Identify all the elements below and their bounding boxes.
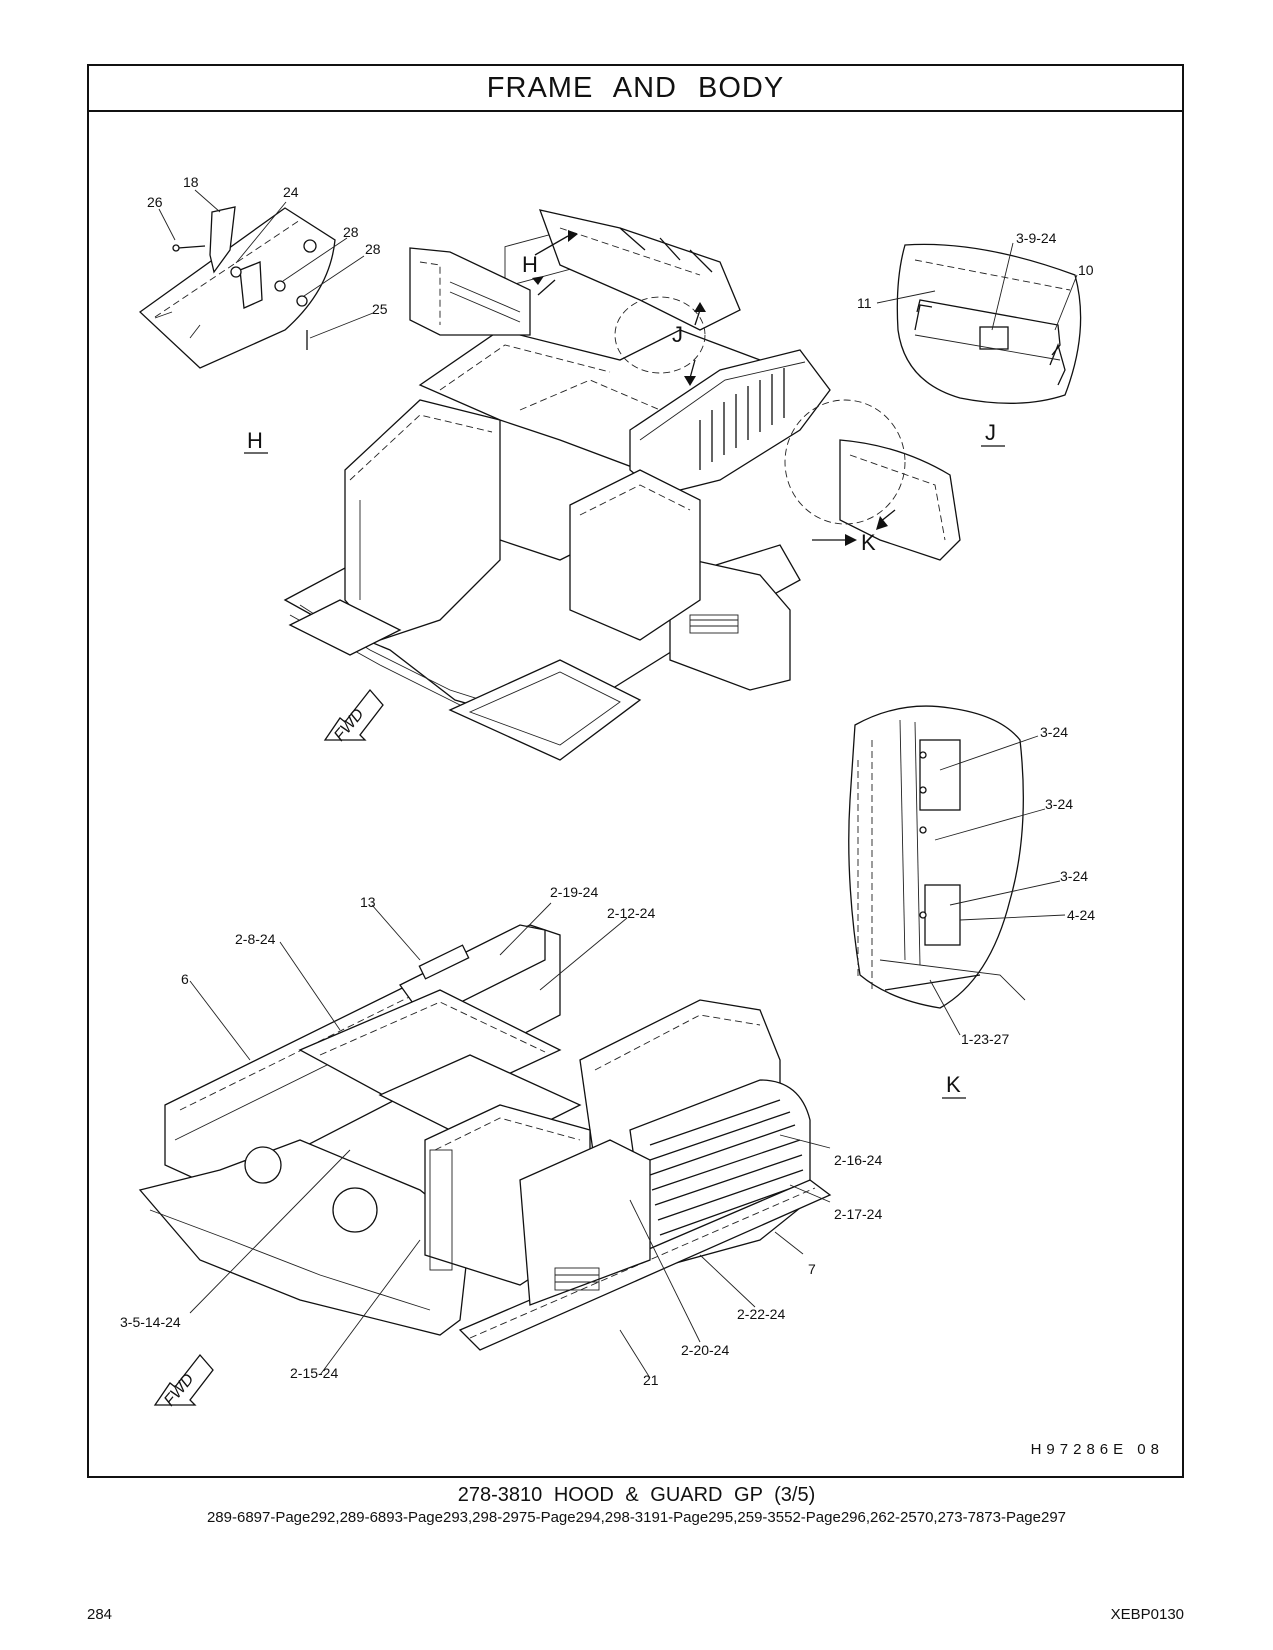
callout-24: 24 [283, 184, 299, 200]
callout-10: 10 [1078, 262, 1094, 278]
callout-7: 7 [808, 1261, 816, 1277]
callout-3-9-24: 3-9-24 [1016, 230, 1057, 246]
vent-slots [554, 1267, 600, 1291]
callout-4-24: 4-24 [1067, 907, 1095, 923]
callout-2-16-24: 2-16-24 [834, 1152, 882, 1168]
group-title: 278-3810 HOOD & GUARD GP (3/5) [457, 1484, 816, 1506]
view-label-k: K [946, 1072, 961, 1097]
callout-3-24-b: 3-24 [1045, 796, 1073, 812]
callout-2-19-24: 2-19-24 [550, 884, 598, 900]
callout-18: 18 [183, 174, 199, 190]
callout-2-17-24: 2-17-24 [834, 1206, 882, 1222]
document-id: XEBP0130 [1110, 1606, 1184, 1623]
callout-26: 26 [147, 194, 163, 210]
callout-2-22-24: 2-22-24 [737, 1306, 785, 1322]
arrow-label-h: H [522, 252, 538, 277]
arrow-label-j: J [672, 322, 683, 347]
callout-13: 13 [360, 894, 376, 910]
callout-3-24-a: 3-24 [1040, 724, 1068, 740]
drawing-code: H97286E 08 [1030, 1441, 1164, 1458]
callout-2-20-24: 2-20-24 [681, 1342, 729, 1358]
detail-k-bracket: 3-24 3-24 3-24 4-24 1-23-27 K [848, 705, 1095, 1099]
page-title: FRAME AND BODY [89, 66, 1182, 112]
drawing-frame: FRAME AND BODY H97286E 08 [87, 64, 1184, 1478]
callout-25: 25 [372, 301, 388, 317]
detail-h-latch: 18 26 24 28 28 25 H [138, 174, 388, 454]
callout-3-24-c: 3-24 [1060, 868, 1088, 884]
callout-3-5-14-24: 3-5-14-24 [120, 1314, 181, 1330]
view-label-j: J [985, 420, 996, 445]
lower-guard-assembly: 2-19-24 13 2-12-24 2-8-24 6 2-16-24 2-17… [120, 884, 882, 1410]
callout-6: 6 [181, 971, 189, 987]
page-references: 289-6897-Page292,289-6893-Page293,298-29… [206, 1509, 1067, 1526]
callout-21: 21 [643, 1372, 659, 1388]
callout-11: 11 [857, 295, 872, 311]
callout-2-8-24: 2-8-24 [235, 931, 276, 947]
arrow-label-k: K [861, 530, 876, 555]
callout-28-a: 28 [343, 224, 359, 240]
callout-1-23-27: 1-23-27 [961, 1031, 1009, 1047]
view-label-h: H [247, 428, 263, 453]
upper-frame-assembly: H J K FWD [283, 209, 961, 761]
fwd-arrow-upper: FWD [323, 688, 384, 745]
page-number: 284 [87, 1606, 113, 1623]
callout-2-12-24: 2-12-24 [607, 905, 655, 921]
callout-28-b: 28 [365, 241, 381, 257]
callout-2-15-24: 2-15-24 [290, 1365, 338, 1381]
detail-j-handle: 3-9-24 10 11 J [857, 230, 1094, 447]
